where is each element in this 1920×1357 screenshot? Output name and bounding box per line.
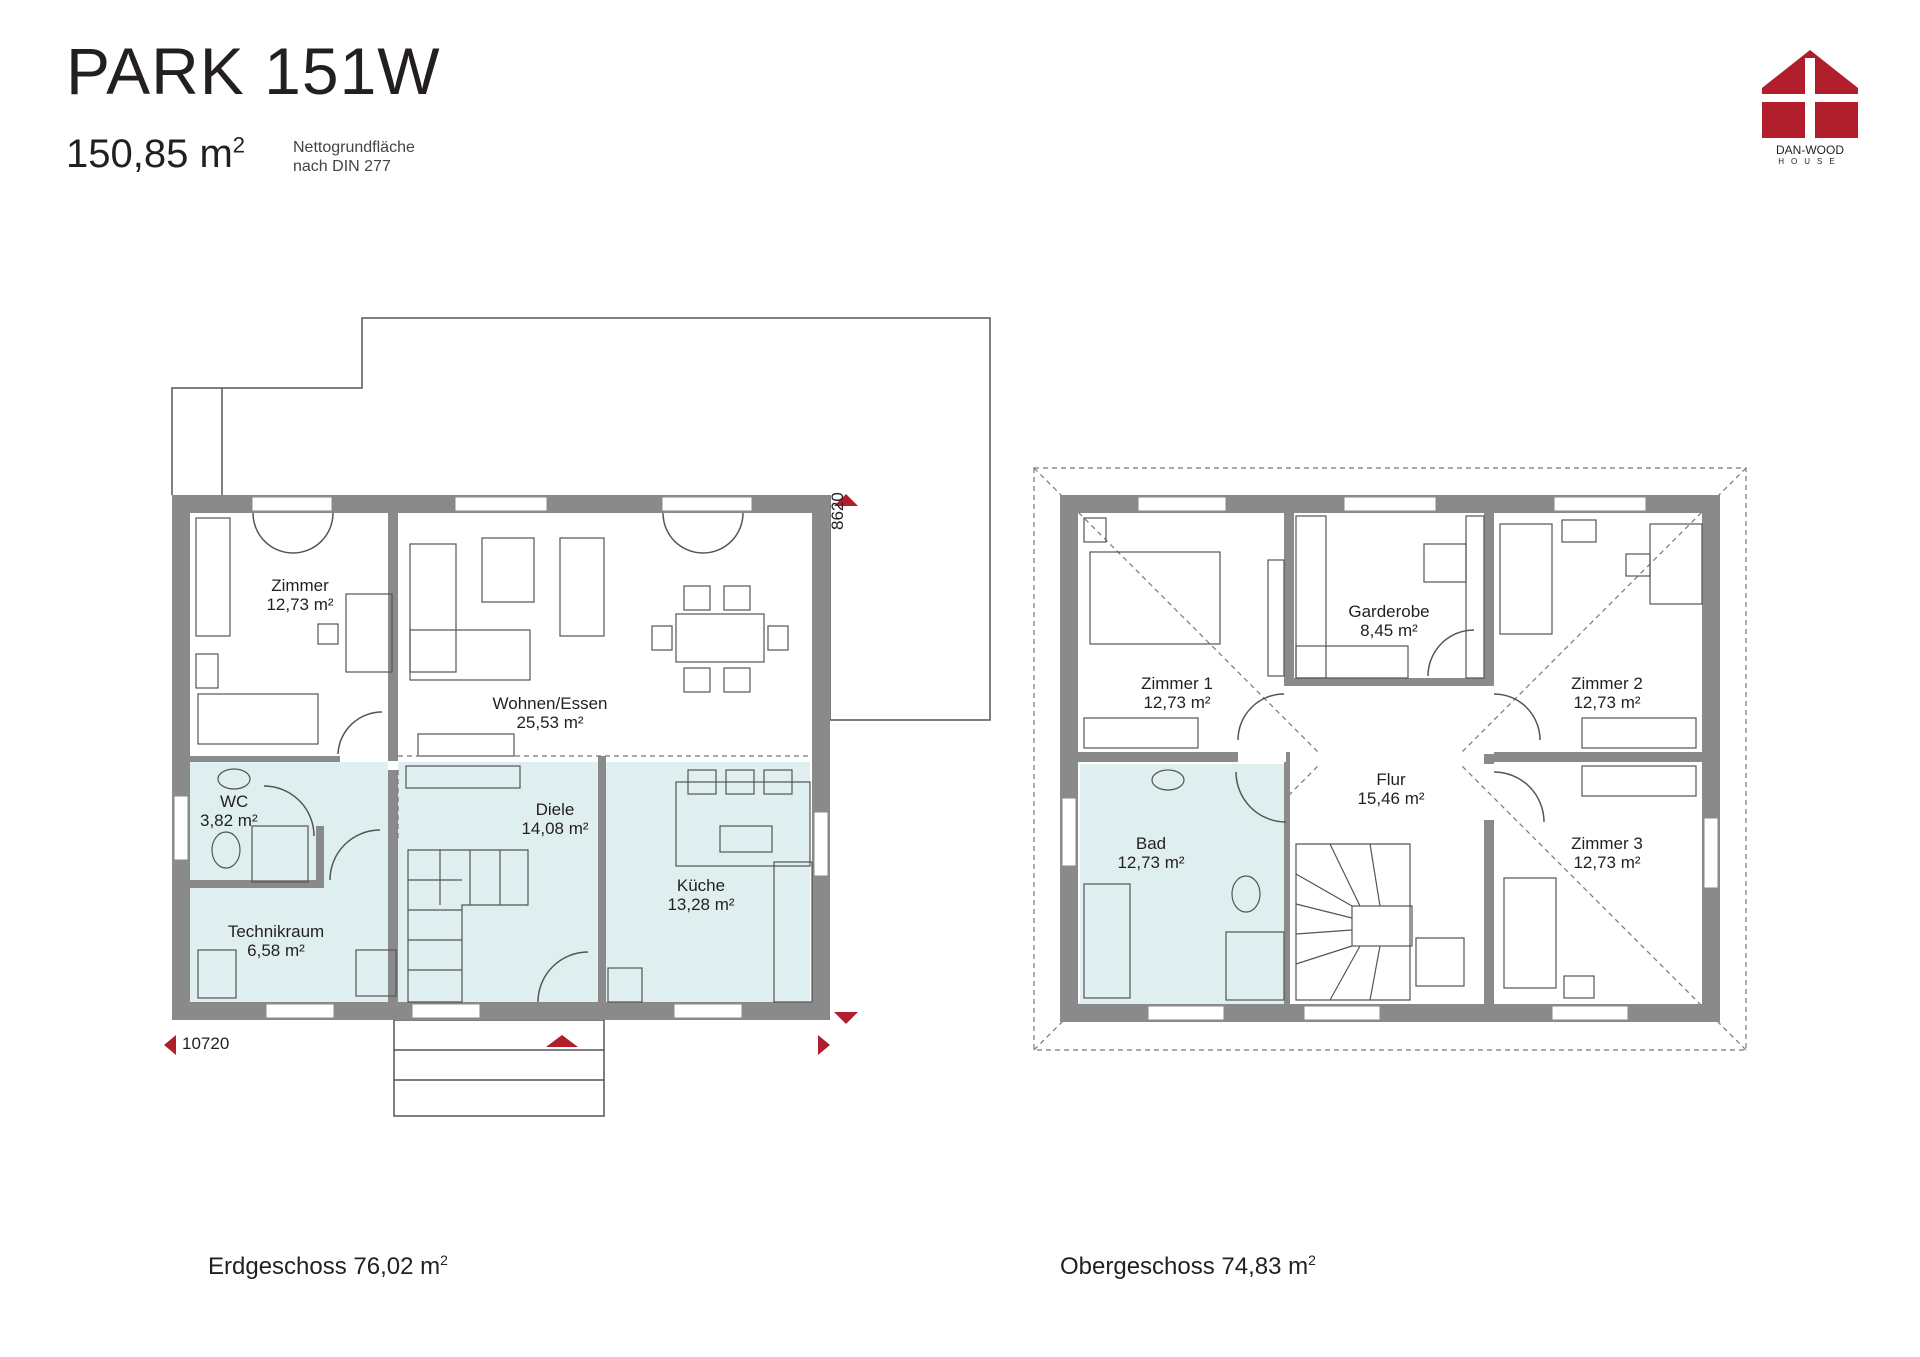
house-logo-icon	[1762, 50, 1858, 138]
area-note-line1: Nettogrundfläche	[293, 139, 415, 156]
room-label-kueche: Küche 13,28 m²	[646, 876, 756, 914]
room-name: Diele	[535, 800, 575, 819]
brand-line1: DAN-WOOD	[1776, 143, 1844, 157]
upper-floor-plan	[1033, 467, 1747, 1051]
room-label-flur: Flur 15,46 m²	[1336, 770, 1446, 808]
furniture-upper	[1083, 515, 1703, 1001]
total-area: 150,85 m2	[66, 134, 245, 174]
area-note: Nettogrundfläche nach DIN 277	[293, 138, 415, 176]
room-area: 15,46 m²	[1357, 789, 1425, 808]
room-name: WC	[220, 792, 249, 811]
room-name: Zimmer 3	[1571, 834, 1643, 853]
room-name: Zimmer 2	[1571, 674, 1643, 693]
room-label-zimmer2: Zimmer 2 12,73 m²	[1552, 674, 1662, 712]
room-area: 25,53 m²	[516, 713, 584, 732]
doors	[252, 512, 744, 1003]
page-title: PARK 151W	[66, 34, 441, 108]
room-label-technikraum: Technikraum 6,58 m²	[216, 922, 336, 960]
room-label-garderobe: Garderobe 8,45 m²	[1334, 602, 1444, 640]
room-dividers	[397, 755, 810, 842]
room-name: Flur	[1376, 770, 1406, 789]
ground-floor-plan	[164, 317, 991, 1117]
dimension-markers	[164, 494, 858, 1055]
room-label-zimmer1: Zimmer 1 12,73 m²	[1122, 674, 1232, 712]
room-label-bad: Bad 12,73 m²	[1096, 834, 1206, 872]
brand-logo: DAN-WOOD HOUSE	[1762, 50, 1858, 166]
entry-steps	[393, 1019, 605, 1117]
room-area: 12,73 m²	[1117, 853, 1185, 872]
ground-floor-label-sup: 2	[440, 1252, 448, 1268]
room-label-zimmer: Zimmer 12,73 m²	[240, 576, 360, 614]
room-area: 12,73 m²	[266, 595, 334, 614]
total-area-sup: 2	[232, 132, 246, 158]
room-name: Wohnen/Essen	[492, 694, 608, 713]
ground-floor-label: Erdgeschoss 76,02 m2	[208, 1252, 448, 1281]
room-name: Bad	[1135, 834, 1167, 853]
ground-floor-label-text: Erdgeschoss 76,02 m	[208, 1253, 441, 1280]
room-area: 8,45 m²	[1360, 621, 1418, 640]
room-area: 14,08 m²	[521, 819, 589, 838]
upper-floor-label-sup: 2	[1308, 1252, 1316, 1268]
room-label-wohnen: Wohnen/Essen 25,53 m²	[470, 694, 630, 732]
room-label-zimmer3: Zimmer 3 12,73 m²	[1552, 834, 1662, 872]
doors-upper	[1235, 629, 1545, 823]
room-name: Zimmer 1	[1141, 674, 1213, 693]
brand-line2: HOUSE	[1778, 157, 1842, 166]
windows-upper	[1061, 496, 1719, 1021]
upper-floor-label: Obergeschoss 74,83 m2	[1060, 1252, 1316, 1281]
terrace-outline	[171, 317, 991, 721]
room-area: 6,58 m²	[247, 941, 305, 960]
room-area: 12,73 m²	[1573, 693, 1641, 712]
bath-tiles	[1080, 764, 1290, 1008]
dim-width: 10720	[182, 1034, 230, 1053]
room-label-wc-area: 3,82 m²	[200, 811, 258, 830]
area-note-line2: nach DIN 277	[293, 158, 391, 175]
room-name: Zimmer	[271, 576, 329, 595]
stairs-upper	[1295, 843, 1413, 1001]
total-area-value: 150,85 m	[66, 132, 233, 176]
room-name: Technikraum	[227, 922, 325, 941]
room-label-diele: Diele 14,08 m²	[500, 800, 610, 838]
room-name: Garderobe	[1348, 602, 1430, 621]
room-area: 12,73 m²	[1143, 693, 1211, 712]
windows	[173, 496, 829, 1019]
upper-floor-label-text: Obergeschoss 74,83 m	[1060, 1253, 1309, 1280]
room-label-wc: WC	[194, 792, 284, 811]
room-name: Küche	[676, 876, 726, 895]
room-area: 13,28 m²	[667, 895, 735, 914]
interior-walls	[190, 513, 606, 1002]
tiled-floor	[188, 762, 810, 1002]
dim-depth: 8620	[828, 492, 847, 530]
stairs-ground	[407, 849, 529, 1003]
interior-walls-upper	[1078, 513, 1702, 1004]
room-area: 12,73 m²	[1573, 853, 1641, 872]
